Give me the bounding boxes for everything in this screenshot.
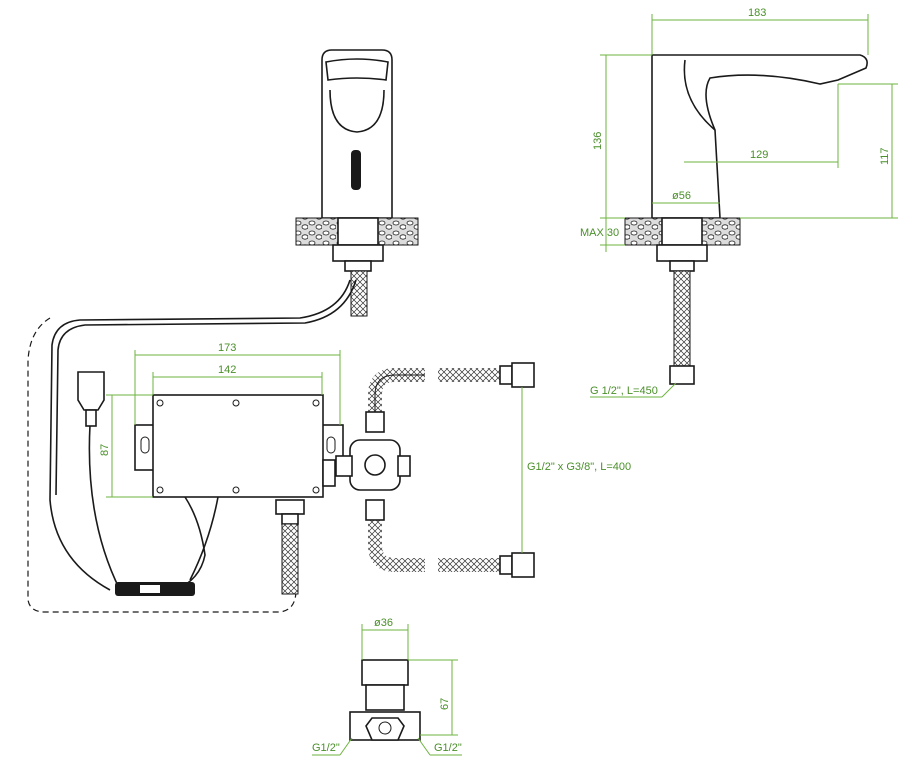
- dim-valve-diameter: ø36: [374, 617, 393, 629]
- dim-width: 183: [748, 7, 766, 19]
- control-box-dimensions: 173 142 87: [99, 342, 341, 498]
- control-box: [27, 317, 344, 613]
- dim-box-height: 87: [99, 444, 111, 456]
- front-view-faucet: [49, 49, 419, 591]
- dim-base-diameter: ø56: [672, 190, 691, 202]
- dim-box-width: 142: [218, 364, 236, 376]
- dim-height: 136: [592, 132, 604, 150]
- dim-spout-height: 117: [879, 147, 891, 165]
- valve-detail: ø36 67 G1/2" G1/2": [312, 617, 462, 756]
- dim-valve-height: 67: [439, 698, 451, 710]
- hose-spec-label: G1/2" x G3/8", L=400: [527, 461, 631, 473]
- supply-hoses: G1/2" x G3/8", L=400: [335, 362, 631, 578]
- dim-bracket-width: 173: [218, 342, 236, 354]
- dim-max-counter: MAX 30: [580, 227, 619, 239]
- dim-reach: 129: [750, 149, 768, 161]
- side-view-dimensions: 183 136 129 117 ø56 MAX 30 G 1/2", L=450: [580, 7, 898, 398]
- valve-inlet-label: G1/2": [312, 742, 340, 754]
- hose-label: G 1/2", L=450: [590, 385, 658, 397]
- valve-outlet-label: G1/2": [434, 742, 462, 754]
- side-view-faucet: [624, 54, 868, 385]
